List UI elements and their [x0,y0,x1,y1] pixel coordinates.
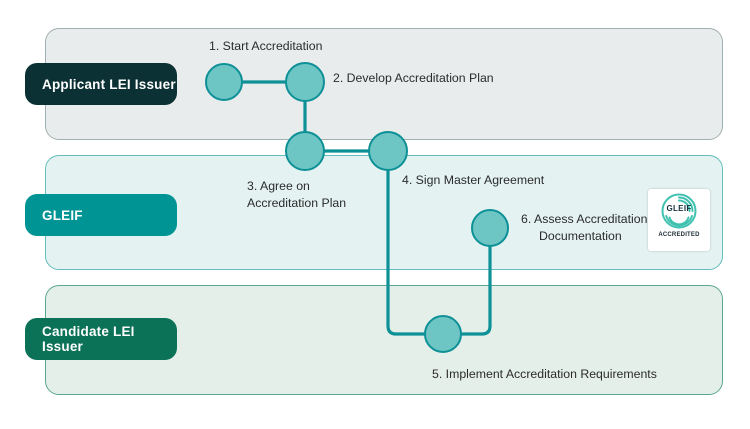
gleif-logo-icon: GLEIF [658,191,700,231]
step-label-2: 2. Develop Accreditation Plan [333,71,494,85]
gleif-logo-text: GLEIF [666,204,692,213]
lane-label-gleif-text: GLEIF [42,207,83,223]
lane-label-candidate: Candidate LEI Issuer [25,318,177,360]
node-step-1[interactable] [205,63,243,101]
node-step-3[interactable] [285,131,325,171]
step-label-5: 5. Implement Accreditation Requirements [432,367,657,381]
lane-label-applicant-text: Applicant LEI Issuer [42,76,176,92]
gleif-accredited-text: ACCREDITED [658,232,700,238]
step-label-4: 4. Sign Master Agreement [402,173,545,187]
gleif-accredited-badge: GLEIF ACCREDITED [648,189,710,251]
node-step-6[interactable] [471,209,509,247]
lane-label-gleif: GLEIF [25,194,177,236]
node-step-5[interactable] [424,315,462,353]
lane-label-candidate-text: Candidate LEI Issuer [42,324,135,354]
step-label-6: 6. Assess Accreditation Documentation [521,212,648,243]
node-step-2[interactable] [285,62,325,102]
node-step-4[interactable] [368,131,408,171]
step-label-1: 1. Start Accreditation [209,39,323,53]
lane-label-applicant: Applicant LEI Issuer [25,63,177,105]
step-label-3: 3. Agree on Accreditation Plan [247,179,347,210]
